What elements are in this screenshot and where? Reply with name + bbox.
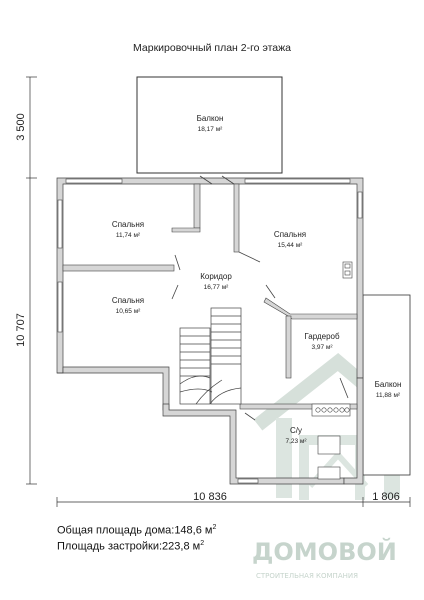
bedroom-2-name: Спальня [274, 230, 306, 239]
staircase [179, 307, 242, 405]
logo-name: ДОМОВОЙ [252, 538, 397, 566]
bathroom-area: 7,23 м² [285, 438, 307, 445]
balcony-top [136, 76, 283, 174]
wardrobe-name: Гардероб [304, 332, 340, 341]
balcony-right-name: Балкон [375, 380, 402, 389]
dim-left-main: 10 707 [15, 313, 27, 347]
total-area-value: 148,6 м [174, 524, 213, 537]
corridor-area: 16,77 м² [204, 284, 230, 291]
dim-bottom-main: 10 836 [193, 491, 227, 503]
bedroom-1-name: Спальня [112, 220, 144, 229]
build-area-line: Площадь застройки:223,8 м2 [57, 540, 204, 553]
ventilation-block [342, 261, 353, 279]
build-area-value: 223,8 м [162, 540, 201, 553]
windows [57, 178, 363, 484]
total-area-line: Общая площадь дома:148,6 м2 [57, 524, 216, 537]
bedroom-2-area: 15,44 м² [278, 242, 304, 249]
corridor-name: Коридор [200, 272, 232, 281]
logo-tagline: СТРОИТЕЛЬНАЯ КОМПАНИЯ [256, 572, 358, 580]
doors [171, 175, 349, 421]
bedroom-1-area: 11,74 м² [116, 232, 141, 239]
dim-bottom-right: 1 806 [372, 491, 400, 503]
wardrobe-area: 3,97 м² [311, 344, 333, 351]
fixtures [311, 261, 353, 417]
total-area-unit-power: 2 [212, 524, 217, 531]
dim-left-top: 3 500 [15, 113, 27, 141]
interior-walls [62, 183, 358, 480]
bathroom-name: С/у [290, 426, 302, 435]
balcony-top-area: 18,17 м² [198, 126, 224, 133]
outer-walls [56, 177, 364, 485]
balcony-top-name: Балкон [197, 114, 224, 123]
total-area-label: Общая площадь дома: [57, 524, 175, 537]
balcony-right-area: 11,88 м² [376, 392, 401, 399]
plan-title: Маркировочный план 2-го этажа [133, 42, 291, 54]
build-area-unit-power: 2 [200, 540, 205, 547]
bedroom-3-name: Спальня [112, 296, 144, 305]
bedroom-3-area: 10,65 м² [116, 308, 142, 315]
dimension-lines [26, 76, 411, 507]
build-area-label: Площадь застройки: [57, 540, 163, 553]
